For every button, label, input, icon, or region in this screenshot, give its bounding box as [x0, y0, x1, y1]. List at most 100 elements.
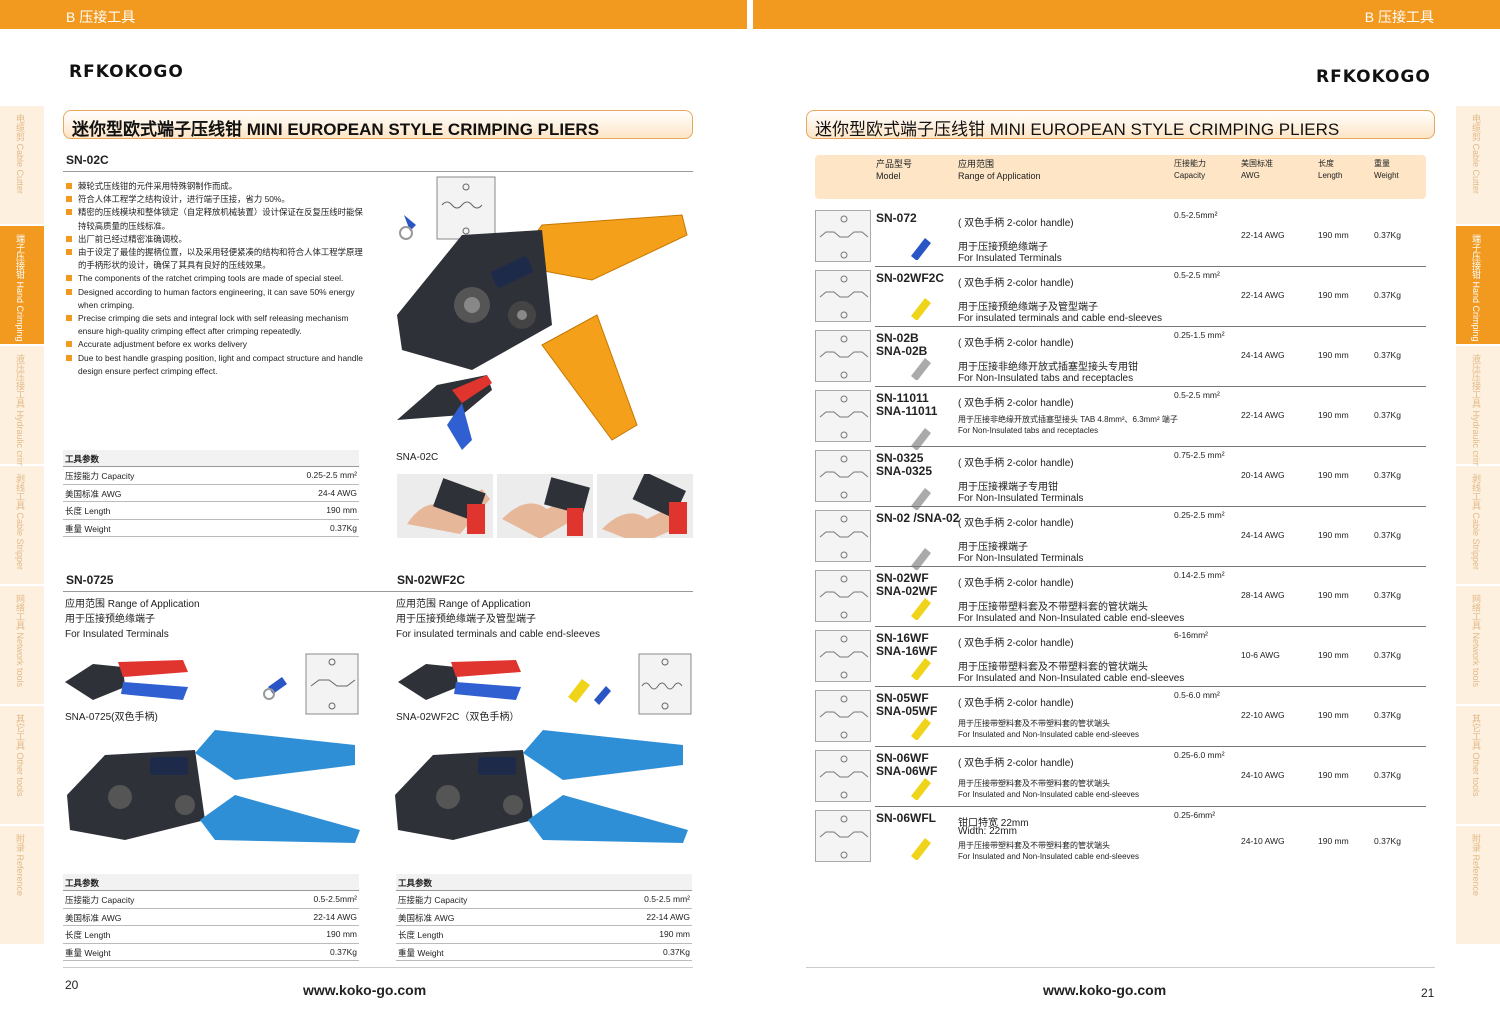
row-handle: ( 双色手柄 2-color handle): [958, 338, 1074, 349]
table-row: SN-02WF2C ( 双色手柄 2-color handle) 用于压接预绝缘…: [815, 268, 1426, 326]
feature-item: 符合人体工程学之结构设计，进行端子压接，省力 50%。: [66, 193, 366, 206]
die-set-image: [815, 210, 871, 262]
model-sn0725: SN-0725: [66, 573, 114, 587]
row-desc-cn: 用于压接预绝缘端子: [958, 242, 1048, 253]
row-length: 190 mm: [1318, 350, 1349, 360]
die-set-image: [815, 390, 871, 442]
row-awg: 22-14 AWG: [1241, 410, 1285, 420]
row-weight: 0.37Kg: [1374, 710, 1401, 720]
sn0725-plier-image: [67, 730, 360, 843]
sn02wf2c-images: [398, 653, 692, 715]
die-set-image: [815, 330, 871, 382]
sidebar-tab-hydraulic[interactable]: 液压压接工具 Hydraulic crimping tools: [0, 346, 44, 506]
row-weight: 0.37Kg: [1374, 836, 1401, 846]
row-model: SN-02WF2C: [876, 271, 945, 285]
feature-item: 由于设定了最佳的握柄位置，以及采用轻便紧凑的结构和符合人体工程学原理的手柄形状的…: [66, 246, 366, 272]
die-set-image: [815, 450, 871, 502]
row-length: 190 mm: [1318, 290, 1349, 300]
title-en: MINI EUROPEAN STYLE CRIMPING PLIERS: [246, 120, 600, 139]
sidebar-tab-stripper[interactable]: 剥线工具 Cable Stripper: [1456, 466, 1500, 584]
row-awg: 22-14 AWG: [1241, 230, 1285, 240]
sidebar-tab-other[interactable]: 其它工具 Other tools: [0, 706, 44, 824]
terminal-icon: [911, 658, 931, 680]
sna0725-caption: SNA-0725(双色手柄): [65, 712, 158, 723]
page-gutter: [747, 0, 753, 29]
sidebar-tab-other[interactable]: 其它工具 Other tools: [1456, 706, 1500, 824]
table-row: SN-06WFL 钳口特宽 22mm 用于压接带塑料套及不带塑料套的管状端头 F…: [815, 808, 1426, 866]
row-desc-en: For Non-Insulated tabs and receptacles: [958, 373, 1134, 384]
row-awg: 10-6 AWG: [1241, 650, 1280, 660]
feature-item: 出厂前已经过精密准确调校。: [66, 233, 366, 246]
row-length: 190 mm: [1318, 590, 1349, 600]
sidebar-tab-reference[interactable]: 附录 Reference: [0, 826, 44, 944]
row-weight: 0.37Kg: [1374, 530, 1401, 540]
row-desc-en: For Non-Insulated tabs and receptacles: [958, 426, 1099, 435]
row-desc-en: For Insulated and Non-Insulated cable en…: [958, 673, 1185, 684]
spec-header: 工具参数: [63, 450, 359, 467]
sna02c-caption: SNA-02C: [396, 452, 439, 463]
spec-header: 工具参数: [63, 874, 359, 891]
row-awg: 24-14 AWG: [1241, 530, 1285, 540]
feature-item: The components of the ratchet crimping t…: [66, 272, 366, 285]
footer-url-left[interactable]: www.koko-go.com: [303, 982, 427, 998]
row-divider: [875, 266, 1426, 267]
row-length: 190 mm: [1318, 470, 1349, 480]
row-desc-en: For Insulated and Non-Insulated cable en…: [958, 852, 1139, 861]
sn0725-images: [65, 653, 359, 715]
row-divider: [875, 326, 1426, 327]
row-awg: 28-14 AWG: [1241, 590, 1285, 600]
sidebar-tab-cable-cutter[interactable]: 电缆剪 Cable Cutter: [1456, 106, 1500, 224]
row-desc-cn: 用于压接预绝缘端子及管型端子: [958, 302, 1098, 313]
sidebar-tab-network[interactable]: 网络工具 Network tools: [0, 586, 44, 704]
sidebar-tab-network[interactable]: 网络工具 Network tools: [1456, 586, 1500, 704]
row-capacity: 0.14-2.5 mm²: [1174, 570, 1225, 580]
sidebar-tab-reference[interactable]: 附录 Reference: [1456, 826, 1500, 944]
row-weight: 0.37Kg: [1374, 590, 1401, 600]
usage-photo-1: [397, 474, 493, 538]
feature-list: 棘轮式压线钳的元件采用特殊钢制作而成。 符合人体工程学之结构设计，进行端子压接，…: [66, 180, 366, 378]
sidebar-tab-hand-crimping[interactable]: 端子压接钳 Hand Crimping Tools: [1456, 226, 1500, 365]
sn02c-plier-image: [397, 176, 688, 450]
row-awg: 22-10 AWG: [1241, 710, 1285, 720]
row-divider: [875, 446, 1426, 447]
row-handle: ( 双色手柄 2-color handle): [958, 278, 1074, 289]
die-set-image: [815, 570, 871, 622]
row-awg: 24-10 AWG: [1241, 836, 1285, 846]
die-set-image: [815, 510, 871, 562]
row-divider: [875, 746, 1426, 747]
row-divider: [875, 686, 1426, 687]
sidebar-tab-stripper[interactable]: 剥线工具 Cable Stripper: [0, 466, 44, 584]
row-desc-cn: 用于压接带塑料套及不带塑料套的管状端头: [958, 779, 1110, 788]
sidebar-tab-hydraulic[interactable]: 液压压接工具 Hydraulic crimping tools: [1456, 346, 1500, 506]
row-awg: 22-14 AWG: [1241, 290, 1285, 300]
footer-url-right[interactable]: www.koko-go.com: [1043, 982, 1167, 998]
sidebar-tab-hand-crimping[interactable]: 端子压接钳 Hand Crimping Tools: [0, 226, 44, 365]
terminal-icon: [911, 838, 931, 860]
row-capacity: 0.25-6.0 mm²: [1174, 750, 1225, 760]
sidebar-tab-cable-cutter[interactable]: 电缆剪 Cable Cutter: [0, 106, 44, 224]
table-row: SN-02 /SNA-02 ( 双色手柄 2-color handle) 用于压…: [815, 508, 1426, 570]
title-cn: 迷你型欧式端子压线钳: [815, 120, 985, 139]
row-length: 190 mm: [1318, 770, 1349, 780]
